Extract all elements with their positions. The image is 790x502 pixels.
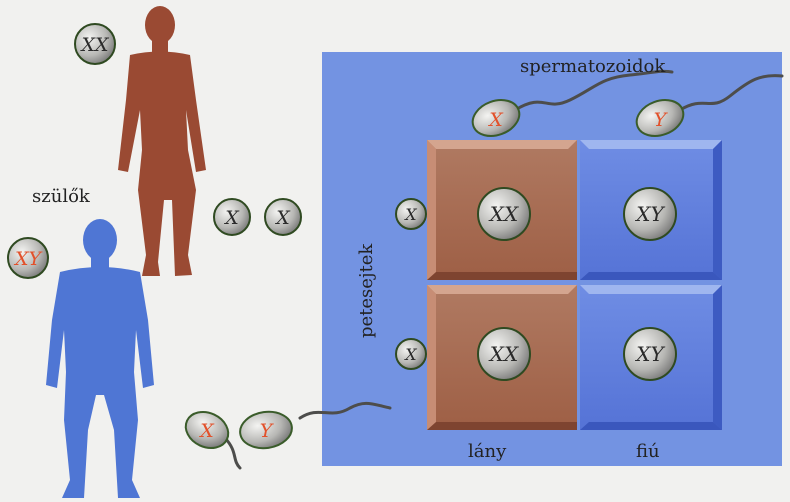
sperm-x-label: X	[487, 109, 504, 131]
female-figure	[118, 6, 206, 276]
sperm-cells-label: spermatozoidok	[520, 56, 666, 77]
egg-x-top: X	[403, 205, 417, 224]
egg-cells-label: petesejtek	[356, 243, 377, 338]
parents-label: szülők	[32, 186, 91, 207]
male-figure	[46, 219, 154, 498]
female-parent-chromosomes: XX	[79, 34, 110, 56]
male-parent-chromosomes: XY	[13, 248, 44, 270]
cell-top-left-chromosomes: XX	[488, 202, 519, 226]
cell-bottom-right-chromosomes: XY	[634, 342, 665, 366]
egg-x-bottom: X	[403, 345, 417, 364]
cell-bottom-left-chromosomes: XX	[488, 342, 519, 366]
mother-egg-x-2: X	[274, 207, 291, 229]
son-label: fiú	[636, 441, 660, 462]
daughter-label: lány	[468, 441, 507, 462]
father-sperm-x-label: X	[198, 420, 215, 442]
cell-top-right-chromosomes: XY	[634, 202, 665, 226]
mother-egg-x-1: X	[223, 207, 240, 229]
